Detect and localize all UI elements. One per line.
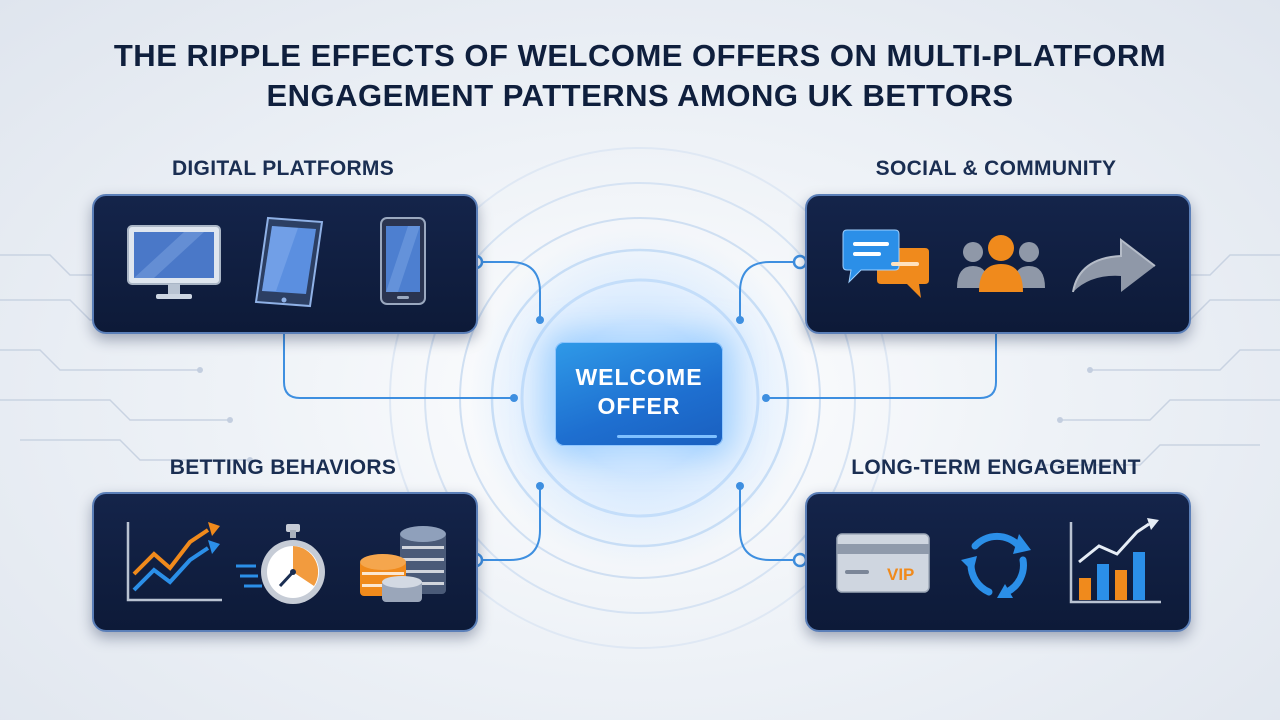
label-social-community: SOCIAL & COMMUNITY	[875, 157, 1117, 180]
connector-longterm	[739, 488, 800, 561]
label-betting-behaviors: BETTING BEHAVIORS	[169, 456, 397, 479]
label-digital-platforms: DIGITAL PLATFORMS	[171, 157, 395, 180]
connector-end-dots	[510, 316, 770, 490]
welcome-offer-line-1: WELCOME	[575, 364, 703, 390]
card-stripe	[617, 435, 717, 438]
vip-card-icon: VIP	[836, 533, 930, 593]
connector-social-down	[766, 330, 997, 399]
stopwatch-icon	[236, 524, 325, 604]
panel-digital-platforms	[92, 194, 478, 334]
smartphone-icon	[380, 217, 426, 305]
vip-card-text: VIP	[887, 565, 914, 584]
connector-betting	[476, 488, 541, 561]
connector-social	[739, 261, 800, 318]
page-title: THE RIPPLE EFFECTS OF WELCOME OFFERS ON …	[0, 36, 1280, 116]
connector-digital	[476, 261, 541, 318]
panel-long-term-engagement: VIP	[805, 492, 1191, 632]
refresh-cycle-icon	[961, 532, 1031, 598]
trend-chart-icon	[126, 522, 222, 602]
community-users-icon	[957, 235, 1045, 292]
label-long-term-engagement: LONG-TERM ENGAGEMENT	[851, 456, 1141, 479]
connectors	[283, 261, 997, 561]
welcome-offer-card: WELCOME OFFER	[555, 342, 723, 446]
panel-social-community	[805, 194, 1191, 334]
desktop-monitor-icon	[127, 225, 221, 299]
chat-bubbles-icon	[842, 229, 929, 298]
casino-chips-icon	[360, 526, 446, 602]
share-arrow-icon	[1072, 237, 1156, 293]
tablet-icon	[254, 216, 324, 308]
growth-bar-chart-icon	[1069, 518, 1161, 604]
title-line-1: THE RIPPLE EFFECTS OF WELCOME OFFERS ON …	[113, 38, 1167, 73]
welcome-offer-line-2: OFFER	[597, 393, 681, 419]
title-line-2: ENGAGEMENT PATTERNS AMONG UK BETTORS	[266, 78, 1014, 113]
panel-betting-behaviors	[92, 492, 478, 632]
connector-digital-down	[283, 330, 514, 399]
